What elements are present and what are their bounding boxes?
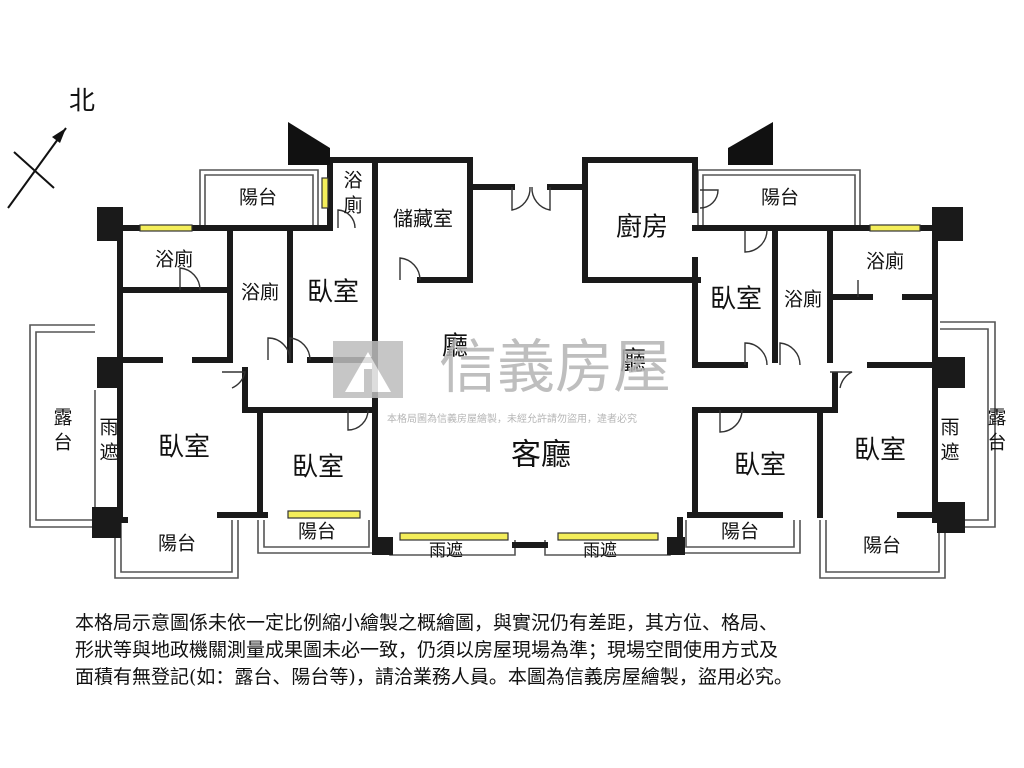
label-bedroom-w1: 臥室 — [307, 278, 359, 308]
label-awning-e-2: 遮 — [940, 442, 959, 464]
north-label: 北 — [69, 87, 95, 117]
north-compass: 北 — [7, 87, 95, 209]
disclaimer-line-1: 本格局示意圖係未依一定比例縮小繪製之概繪圖，與實況仍有差距，其方位、格局、 — [75, 612, 779, 634]
label-bedroom-e3: 臥室 — [854, 436, 906, 466]
room-labels: 陽台 浴 廁 儲藏室 廚房 陽台 浴廁 浴廁 臥室 廳 廳 臥室 浴廁 浴廁 露… — [53, 170, 1006, 562]
label-kitchen: 廚房 — [616, 213, 668, 243]
floor-plan: 北 — [7, 87, 1007, 579]
label-living: 客廳 — [511, 438, 571, 473]
label-hall-e: 廳 — [620, 347, 646, 377]
shaft-east — [728, 122, 773, 165]
label-bath-top-2: 廁 — [343, 194, 362, 217]
label-awning-s2: 雨遮 — [583, 541, 617, 561]
label-storage: 儲藏室 — [393, 207, 453, 231]
label-awning-s1: 雨遮 — [429, 541, 463, 561]
watermark: 信義房屋 本格局圖為信義房屋繪製，未經允許請勿盜用，違者必究 — [333, 333, 671, 425]
label-bath-e1: 浴廁 — [784, 288, 822, 311]
label-terrace-e-2: 台 — [987, 432, 1006, 454]
label-bedroom-e1: 臥室 — [710, 285, 762, 315]
disclaimer-line-2: 形狀等與地政機關測量成果圖未必一致，仍須以房屋現場為準；現場空間使用方式及 — [75, 639, 779, 661]
disclaimer-line-3: 面積有無登記(如：露台、陽台等)，請洽業務人員。本圖為信義房屋繪製，盜用必究。 — [75, 666, 793, 688]
watermark-brand: 信義房屋 — [439, 333, 671, 401]
walls — [92, 157, 965, 555]
label-bath-w1: 浴廁 — [155, 248, 193, 271]
label-hall-w: 廳 — [442, 332, 468, 362]
watermark-logo — [333, 341, 403, 398]
label-terrace-w-1: 露 — [53, 407, 72, 429]
label-bath-w2: 浴廁 — [241, 281, 279, 304]
label-balcony-sw1: 陽台 — [158, 533, 196, 555]
label-awning-e-1: 雨 — [940, 417, 959, 439]
label-balcony-ne: 陽台 — [761, 187, 799, 209]
label-balcony-sw2: 陽台 — [298, 521, 336, 543]
label-terrace-e-1: 露 — [987, 407, 1006, 429]
label-bedroom-e2: 臥室 — [734, 451, 786, 481]
disclaimer: 本格局示意圖係未依一定比例縮小繪製之概繪圖，與實況仍有差距，其方位、格局、 形狀… — [75, 610, 955, 691]
windows — [139, 177, 921, 541]
label-bath-e2: 浴廁 — [866, 250, 904, 273]
label-terrace-w-2: 台 — [53, 432, 72, 454]
label-awning-w-1: 雨 — [99, 417, 118, 439]
doors — [179, 186, 859, 433]
label-bedroom-w3: 臥室 — [292, 453, 344, 483]
label-balcony-se2: 陽台 — [863, 535, 901, 557]
shaft-west — [288, 122, 330, 165]
watermark-notice: 本格局圖為信義房屋繪製，未經允許請勿盜用，違者必究 — [387, 412, 637, 425]
label-awning-w-2: 遮 — [99, 442, 118, 464]
label-bedroom-w2: 臥室 — [158, 433, 210, 463]
label-balcony-se1: 陽台 — [721, 521, 759, 543]
label-bath-top-1: 浴 — [343, 170, 362, 192]
label-balcony-nw: 陽台 — [239, 187, 277, 209]
